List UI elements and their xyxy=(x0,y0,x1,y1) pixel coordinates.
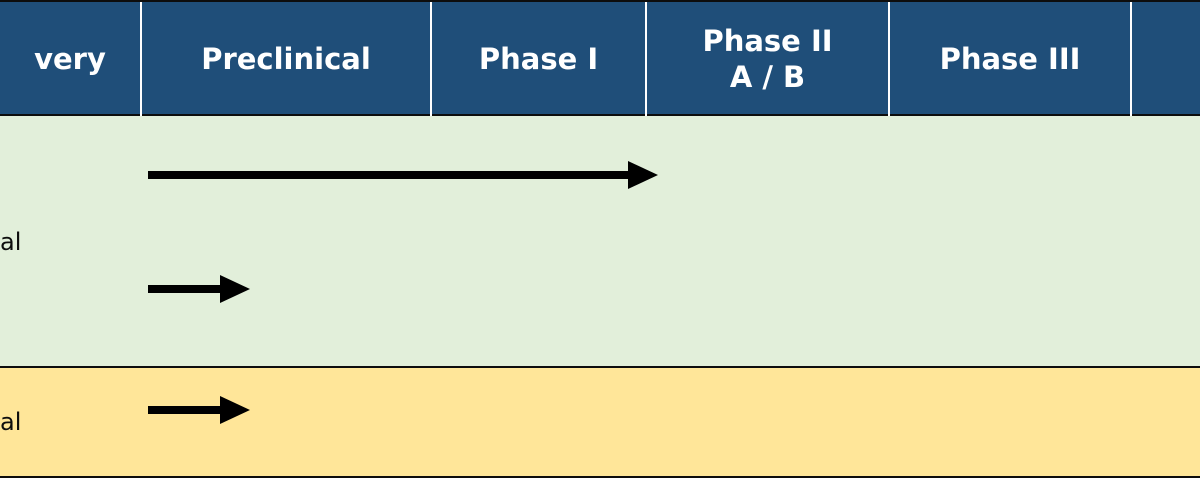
header-col-phase-2: Phase II A / B xyxy=(647,2,888,116)
progress-arrow xyxy=(148,161,658,189)
header-divider xyxy=(140,2,142,116)
header-col-phase-1: Phase I xyxy=(432,2,645,116)
pipeline-header: very Preclinical Phase I Phase II A / B … xyxy=(0,0,1200,116)
pipeline-row-2-label: al xyxy=(0,408,22,436)
header-col-phase-1-label: Phase I xyxy=(478,42,599,76)
header-divider xyxy=(645,2,647,116)
header-col-phase-2-sublabel: A / B xyxy=(729,60,806,94)
header-divider xyxy=(1130,2,1132,116)
header-col-preclinical-label: Preclinical xyxy=(201,42,371,76)
progress-arrow xyxy=(148,275,250,303)
pipeline-row-1: al xyxy=(0,116,1200,366)
header-col-discovery-label: very xyxy=(34,42,106,76)
header-col-preclinical: Preclinical xyxy=(142,2,430,116)
header-col-phase-2-label: Phase II xyxy=(702,24,833,58)
pipeline-row-1-label: al xyxy=(0,228,22,256)
pipeline-row-2: al xyxy=(0,366,1200,478)
header-col-phase-3-label: Phase III xyxy=(939,42,1081,76)
header-divider xyxy=(888,2,890,116)
header-divider xyxy=(430,2,432,116)
header-col-phase-3: Phase III xyxy=(890,2,1130,116)
header-col-discovery: very xyxy=(0,2,140,116)
progress-arrow xyxy=(148,396,250,424)
